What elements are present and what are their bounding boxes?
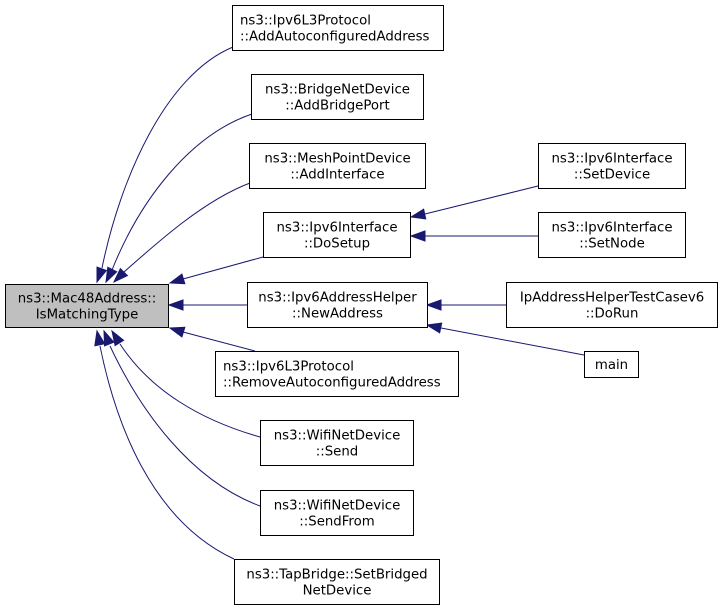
edge-line <box>123 182 251 273</box>
arrow-head-icon <box>94 329 106 347</box>
node-label-line: ::AddBridgePort <box>285 99 389 114</box>
edge-do-run-to-new-address <box>425 299 506 311</box>
edge-line <box>111 113 253 271</box>
node-box <box>263 212 411 258</box>
node-add-interface[interactable]: ns3::MeshPointDevice::AddInterface <box>249 143 426 189</box>
arrow-head-icon <box>112 267 129 284</box>
node-label-line: ::DoSetup <box>304 237 370 252</box>
arrow-head-icon <box>168 273 186 285</box>
edge-send-to-root <box>111 329 261 438</box>
node-label-line: ::AddInterface <box>290 168 384 183</box>
root-node: ns3::Mac48Address::IsMatchingType <box>5 284 169 328</box>
node-send-from[interactable]: ns3::WifiNetDevice::SendFrom <box>260 490 414 536</box>
edge-line <box>424 185 539 215</box>
node-label-line: ns3::BridgeNetDevice <box>265 83 410 98</box>
node-label-line: ns3::Ipv6Interface <box>277 221 398 236</box>
edge-remove-autoconfigured-address-to-root <box>168 326 256 352</box>
node-label-line: ::RemoveAutoconfiguredAddress <box>223 376 441 391</box>
node-label-line: ns3::Ipv6L3Protocol <box>223 360 354 375</box>
node-label-line: ::SendFrom <box>299 515 374 530</box>
arrow-head-icon <box>168 326 186 338</box>
node-label-line: ::AddAutoconfiguredAddress <box>240 30 430 45</box>
node-do-setup[interactable]: ns3::Ipv6Interface::DoSetup <box>263 212 411 258</box>
arrow-head-icon <box>409 230 426 242</box>
node-label-line: ns3::WifiNetDevice <box>274 499 401 514</box>
edge-add-interface-to-root <box>112 182 251 284</box>
node-box <box>251 74 424 120</box>
edge-line <box>182 256 264 280</box>
arrow-head-icon <box>167 299 184 311</box>
edge-line <box>109 345 261 507</box>
edge-new-address-to-root <box>167 299 247 311</box>
edge-set-bridged-net-device-to-root <box>94 329 235 560</box>
node-add-autoconfigured-address[interactable]: ns3::Ipv6L3Protocol::AddAutoconfiguredAd… <box>232 5 444 51</box>
node-new-address[interactable]: ns3::Ipv6AddressHelper::NewAddress <box>247 282 428 328</box>
node-box <box>538 143 686 189</box>
arrow-head-icon <box>96 266 108 284</box>
edge-add-autoconfigured-address-to-root <box>96 46 234 284</box>
edge-line <box>99 345 235 560</box>
edges-layer <box>94 46 585 560</box>
arrow-head-icon <box>425 299 442 311</box>
edge-line <box>101 46 234 269</box>
node-label-line: IpAddressHelperTestCasev6 <box>520 291 704 306</box>
node-do-run[interactable]: IpAddressHelperTestCasev6::DoRun <box>506 282 718 328</box>
arrow-head-icon <box>425 322 443 334</box>
node-label-line: IsMatchingType <box>36 308 139 323</box>
node-box <box>506 282 718 328</box>
node-label-line: ns3::Ipv6AddressHelper <box>258 291 417 306</box>
node-label-line: ::NewAddress <box>292 307 383 322</box>
node-box <box>538 212 686 258</box>
node-label-line: ns3::MeshPointDevice <box>264 152 410 167</box>
node-label-line: ns3::TapBridge::SetBridged <box>246 568 427 583</box>
node-box <box>260 490 414 536</box>
node-box <box>232 5 444 51</box>
node-box <box>215 351 459 397</box>
node-send[interactable]: ns3::WifiNetDevice::Send <box>260 420 414 466</box>
edge-add-bridge-port-to-root <box>105 113 253 284</box>
node-label-line: ns3::Ipv6Interface <box>552 221 673 236</box>
node-label-line: ::Send <box>316 445 358 460</box>
node-label-line: ::DoRun <box>586 307 639 322</box>
node-label-line: NetDevice <box>303 584 372 599</box>
node-label-line: ns3::WifiNetDevice <box>274 429 401 444</box>
edge-line <box>440 327 585 356</box>
arrow-head-icon <box>111 329 125 347</box>
node-add-bridge-port[interactable]: ns3::BridgeNetDevice::AddBridgePort <box>251 74 424 120</box>
node-box <box>234 559 440 605</box>
node-label-line: ::SetNode <box>579 237 645 252</box>
edge-line <box>182 331 256 352</box>
node-box <box>249 143 426 189</box>
node-label-line: ns3::Ipv6L3Protocol <box>240 14 371 29</box>
arrow-head-icon <box>409 208 427 220</box>
node-box <box>5 284 169 328</box>
edge-main-to-new-address <box>425 322 585 356</box>
node-label-line: ::SetDevice <box>574 168 650 183</box>
node-label-line: ns3::Mac48Address:: <box>18 292 157 307</box>
node-label-line: main <box>595 358 628 373</box>
node-box <box>247 282 428 328</box>
arrow-head-icon <box>105 266 118 284</box>
edge-set-device-to-do-setup <box>409 185 539 220</box>
edge-line <box>119 343 261 438</box>
edge-send-from-to-root <box>103 329 261 507</box>
node-box <box>260 420 414 466</box>
edge-do-setup-to-root <box>168 256 264 285</box>
node-set-device[interactable]: ns3::Ipv6Interface::SetDevice <box>538 143 686 189</box>
node-label-line: ns3::Ipv6Interface <box>552 152 673 167</box>
node-remove-autoconfigured-address[interactable]: ns3::Ipv6L3Protocol::RemoveAutoconfigure… <box>215 351 459 397</box>
node-box <box>584 351 639 378</box>
arrow-head-icon <box>103 329 115 347</box>
edge-set-node-to-do-setup <box>409 230 538 242</box>
nodes-layer: ns3::Mac48Address::IsMatchingTypens3::Ip… <box>5 5 718 605</box>
node-set-node[interactable]: ns3::Ipv6Interface::SetNode <box>538 212 686 258</box>
node-main[interactable]: main <box>584 351 639 378</box>
